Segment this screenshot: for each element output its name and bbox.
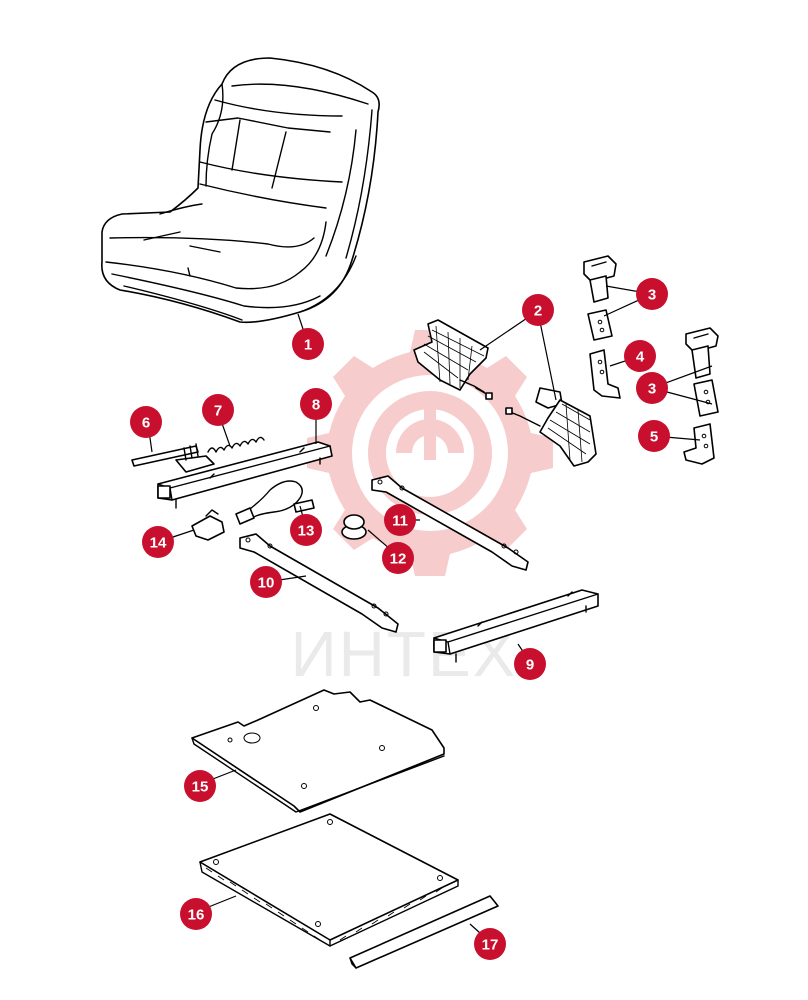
callout-4-label: 4: [636, 349, 645, 366]
callout-15: 15: [184, 770, 216, 802]
callout-8-label: 8: [312, 397, 320, 414]
callout-14-label: 14: [150, 535, 167, 552]
base-panel-16: [199, 813, 459, 947]
cable-13: [235, 480, 315, 525]
callout-12-label: 12: [390, 551, 407, 568]
callout-10-label: 10: [258, 575, 275, 592]
strip-17: [349, 895, 499, 969]
callout-2-label: 2: [534, 303, 542, 320]
callout-3-lower-label: 3: [648, 381, 656, 398]
callout-17: 17: [474, 928, 506, 960]
rail-9: [433, 589, 599, 663]
callout-9-label: 9: [526, 657, 534, 674]
bushing-top-left: [583, 255, 617, 303]
bracket-5: [683, 423, 715, 465]
latch-plate: [175, 443, 215, 473]
callout-11-label: 11: [392, 513, 408, 530]
callout-7-label: 7: [214, 403, 222, 420]
callout-12: 12: [382, 542, 414, 574]
callout-13: 13: [290, 514, 322, 546]
callout-2: 2: [522, 294, 554, 326]
callout-3-upper-label: 3: [648, 287, 656, 304]
mounting-plate-15: [191, 689, 445, 813]
rail-8: [157, 441, 333, 509]
callout-4: 4: [624, 340, 656, 372]
callout-9: 9: [514, 648, 546, 680]
callout-10: 10: [250, 566, 282, 598]
callout-16: 16: [180, 898, 212, 930]
callout-8: 8: [300, 388, 332, 420]
watermark: ИНТЕХ: [291, 330, 553, 690]
callout-5: 5: [638, 420, 670, 452]
callout-17-label: 17: [482, 937, 499, 954]
strap-11: [371, 475, 529, 571]
bracket-4: [589, 349, 621, 399]
bushing-top-right: [685, 327, 719, 379]
bushing-plate-top-left: [587, 309, 613, 341]
callout-6-label: 6: [142, 415, 150, 432]
callout-5-label: 5: [650, 429, 658, 446]
callout-3-upper: 3: [636, 278, 668, 310]
callout-15-label: 15: [192, 779, 209, 796]
callout-1: 1: [292, 328, 324, 360]
callout-11: 11: [384, 504, 416, 536]
callout-7: 7: [202, 394, 234, 426]
knob-12: [341, 514, 367, 540]
strap-10: [239, 533, 399, 633]
bushing-plate-top-right: [693, 379, 719, 417]
callout-16-label: 16: [188, 907, 205, 924]
callout-14: 14: [142, 526, 174, 558]
callout-13-label: 13: [298, 523, 315, 540]
seat-cushion: [101, 57, 380, 324]
clip-14: [191, 509, 225, 541]
callout-3-lower: 3: [636, 372, 668, 404]
callout-6: 6: [130, 406, 162, 438]
slide-lever-assembly: [413, 319, 597, 467]
callout-1-label: 1: [304, 337, 312, 354]
spring-7: [207, 436, 265, 453]
